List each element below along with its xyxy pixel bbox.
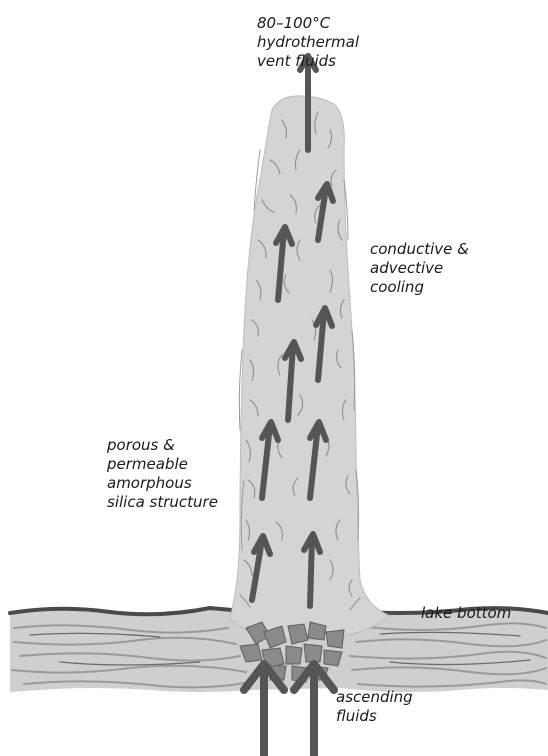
structure-line-2: permeable [107, 455, 218, 474]
structure-label: porous & permeable amorphous silica stru… [107, 436, 218, 512]
vent-fluids-line-2: hydrothermal [257, 33, 359, 52]
ascending-line-2: fluids [336, 707, 413, 726]
lake-bottom-label: lake bottom [421, 604, 511, 623]
structure-line-1: porous & [107, 436, 218, 455]
cooling-label: conductive & advective cooling [370, 240, 469, 297]
vent-fluids-line-1: 80–100°C [257, 14, 359, 33]
arrow-base-right [310, 538, 312, 606]
lake-bottom-line-1: lake bottom [421, 604, 511, 623]
ascending-fluids-label: ascending fluids [336, 688, 413, 726]
ascending-line-1: ascending [336, 688, 413, 707]
structure-line-3: amorphous [107, 474, 218, 493]
vent-fluids-label: 80–100°C hydrothermal vent fluids [257, 14, 359, 71]
structure-line-4: silica structure [107, 493, 218, 512]
vent-fluids-line-3: vent fluids [257, 52, 359, 71]
cooling-line-3: cooling [370, 278, 469, 297]
cooling-line-1: conductive & [370, 240, 469, 259]
cooling-line-2: advective [370, 259, 469, 278]
